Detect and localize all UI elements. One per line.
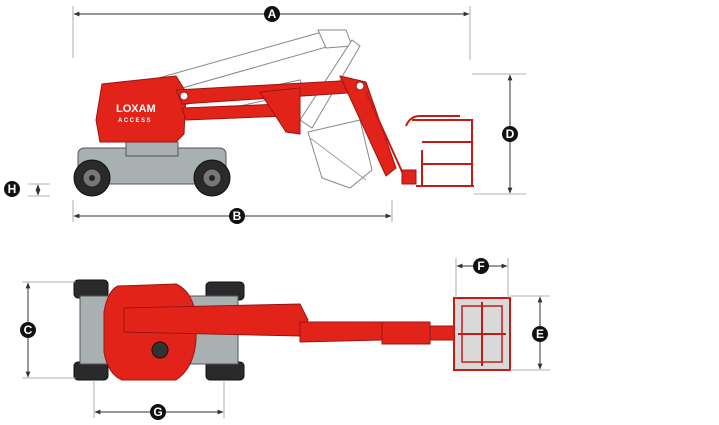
rear-wheel [73,159,111,197]
svg-text:C: C [24,323,33,337]
svg-text:A: A [268,7,277,21]
top-rear-left-wheel [73,279,109,299]
top-basket-link [429,325,457,341]
side-view: LOXAM ACCESS A [4,6,526,224]
svg-text:F: F [477,259,484,273]
top-boom-main [123,303,309,337]
counterweight-box [125,141,179,157]
top-front-right-wheel [205,361,245,381]
work-basket [401,115,474,187]
logo-sub: ACCESS [118,118,152,124]
top-boom-jib [299,321,385,343]
svg-text:D: D [506,127,515,141]
top-basket [453,297,511,371]
top-view: C G F E [20,258,550,420]
logo-main: LOXAM [116,103,156,115]
dimension-b-badge: B [229,208,245,224]
dimension-d-badge: D [502,126,518,142]
svg-text:B: B [233,209,242,223]
front-wheel [193,159,231,197]
svg-text:E: E [536,327,544,341]
dimension-a-badge: A [264,6,280,22]
svg-text:G: G [153,405,162,419]
dimension-h-badge: H [4,181,20,197]
svg-text:H: H [8,182,17,196]
top-rear-right-wheel [73,361,109,381]
dimension-f-badge: F [473,258,489,274]
dimension-c-badge: C [20,322,36,338]
dimension-g-badge: G [150,404,166,420]
turret [95,75,187,143]
top-boom-rotator [381,321,431,345]
dimension-e-badge: E [532,326,548,342]
boom-arm [175,75,405,177]
